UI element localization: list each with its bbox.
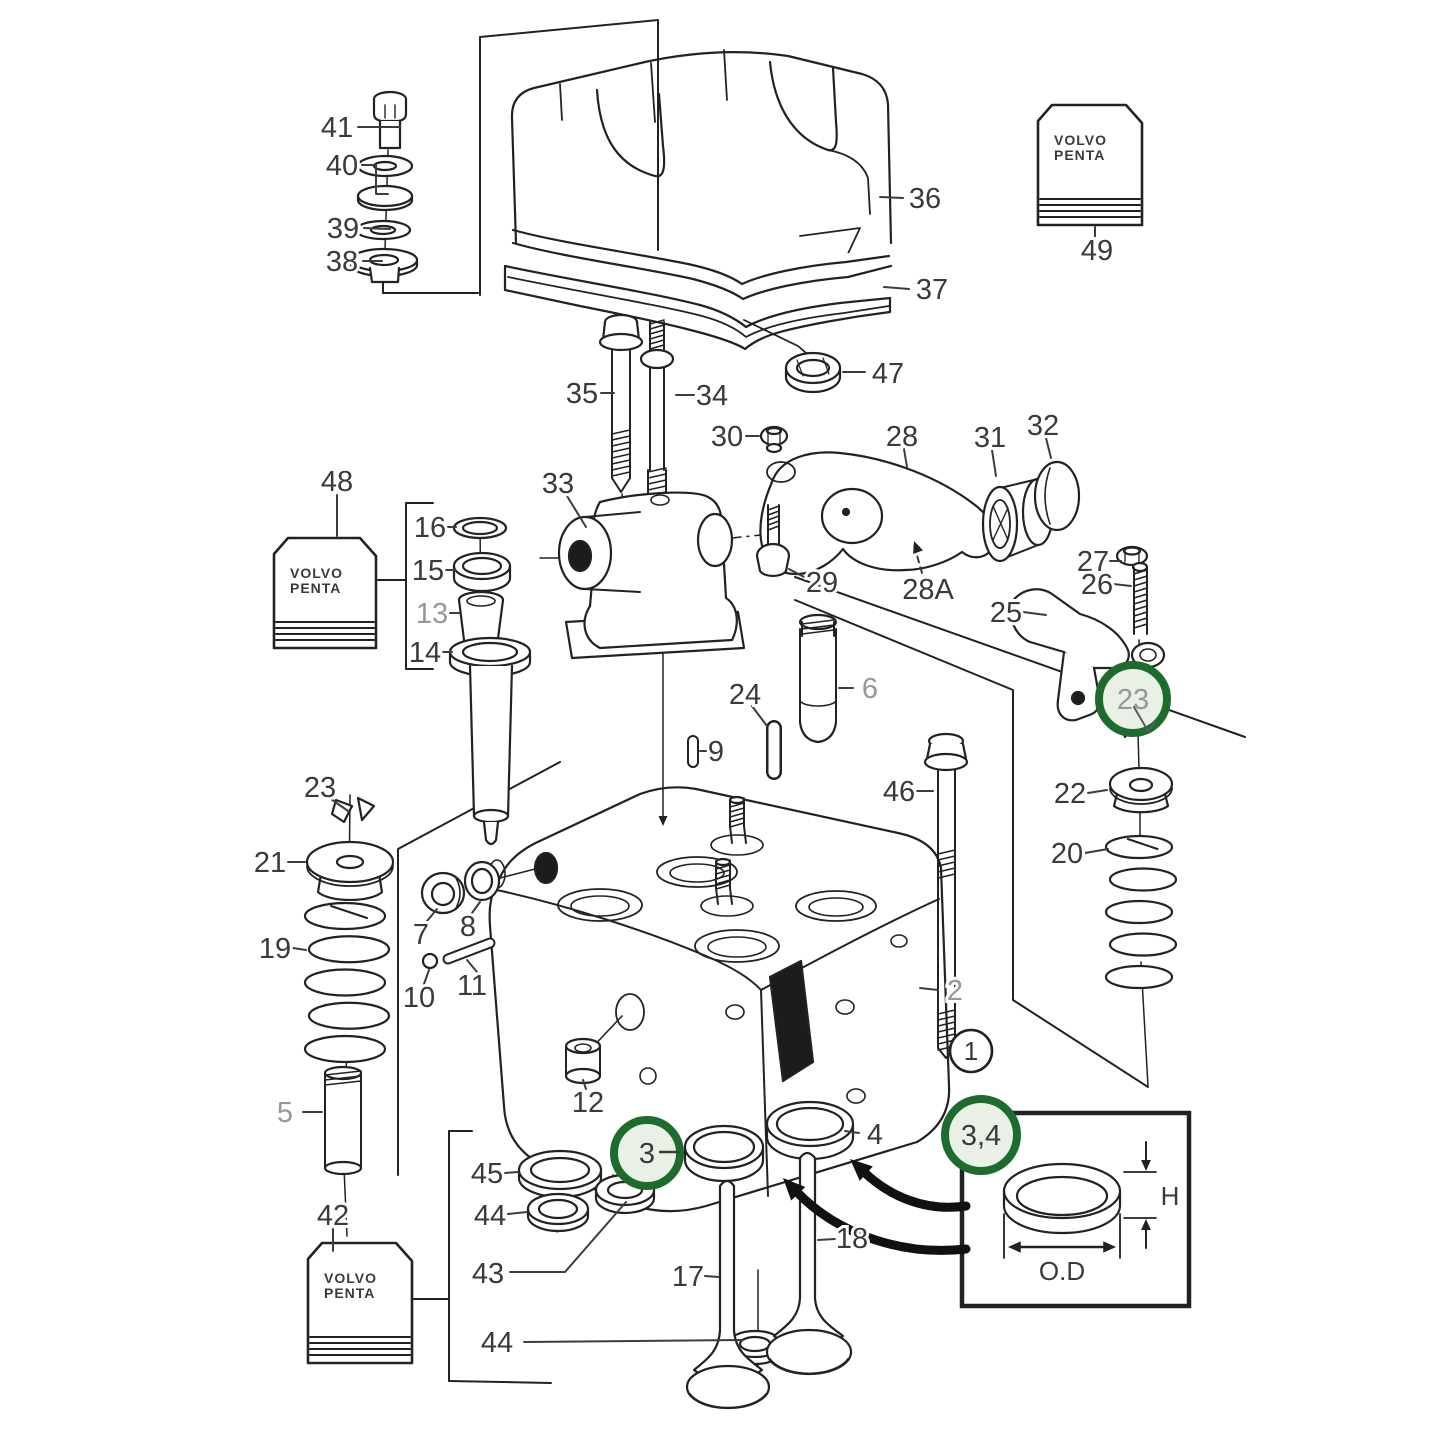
part-label-6: 6 [862, 673, 878, 705]
part-label-33: 33 [542, 468, 574, 500]
part-label-42: 42 [317, 1200, 349, 1232]
part-label-21: 21 [254, 847, 286, 879]
part-label-28: 28 [886, 421, 918, 453]
part-label-25: 25 [990, 597, 1022, 629]
part-label-15: 15 [412, 555, 444, 587]
part-label-17: 17 [672, 1261, 704, 1293]
part-label-29: 29 [806, 567, 838, 599]
part-label-36: 36 [909, 183, 941, 215]
part-label-41: 41 [321, 112, 353, 144]
part-label-5: 5 [277, 1097, 293, 1129]
part-label-35: 35 [566, 378, 598, 410]
part-label-34: 34 [696, 380, 728, 412]
part-label-30: 30 [711, 421, 743, 453]
part-label-18: 18 [836, 1223, 868, 1255]
part-label-43: 43 [472, 1258, 504, 1290]
part-label-47: 47 [872, 358, 904, 390]
part-label-16: 16 [414, 512, 446, 544]
highlight-circle-3[interactable]: 3 [610, 1116, 684, 1190]
part-label-13: 13 [416, 598, 448, 630]
part-label-11: 11 [457, 970, 487, 1002]
part-label-19: 19 [259, 933, 291, 965]
inset-outer-diameter-label: O.D [1039, 1256, 1085, 1286]
volvo-penta-logo-42: PENTA [324, 1285, 375, 1301]
group-badge-label: 1 [964, 1036, 978, 1066]
volvo-penta-logo-42: VOLVO [324, 1270, 377, 1286]
part-label-4: 4 [867, 1119, 883, 1151]
part-label-26: 26 [1081, 569, 1113, 601]
highlight-circle-3-4[interactable]: 3,4 [941, 1095, 1021, 1175]
part-label-31: 31 [974, 422, 1006, 454]
diagram-art: HO.DVOLVOPENTAVOLVOPENTAVOLVOPENTA414039… [251, 19, 1246, 1410]
part-label-37: 37 [916, 274, 948, 306]
part-label-24: 24 [729, 679, 761, 711]
group-badge-1: 1 [948, 1028, 994, 1074]
seal-location-arrows [790, 1165, 971, 1255]
part-label-39: 39 [327, 213, 359, 245]
part-label-46: 46 [883, 776, 915, 808]
volvo-penta-logo-48: VOLVO [290, 565, 343, 581]
part-label-20: 20 [1051, 838, 1083, 870]
part-label-48: 48 [321, 466, 353, 498]
part-label-44a: 44 [474, 1200, 506, 1232]
highlight-label-3-4[interactable]: 3,4 [961, 1120, 1001, 1152]
highlight-label-3[interactable]: 3 [639, 1138, 655, 1170]
part-label-27: 27 [1077, 546, 1109, 578]
part-label-44b: 44 [481, 1327, 513, 1359]
inset-height-label: H [1161, 1181, 1180, 1211]
highlight-circle-23[interactable]: 23 [1095, 661, 1171, 737]
part-label-23L: 23 [304, 772, 336, 804]
part-label-38: 38 [326, 246, 358, 278]
highlight-label-23[interactable]: 23 [1117, 684, 1149, 716]
part-label-40: 40 [326, 150, 358, 182]
part-label-7: 7 [413, 919, 429, 951]
part-label-49: 49 [1081, 235, 1113, 267]
part-label-45: 45 [471, 1158, 503, 1190]
volvo-penta-logo-49: PENTA [1054, 147, 1105, 163]
part-label-22: 22 [1054, 778, 1086, 810]
part-label-10: 10 [403, 982, 435, 1014]
part-label-2: 2 [947, 975, 963, 1007]
part-label-12: 12 [572, 1087, 604, 1119]
part-label-9: 9 [708, 736, 724, 768]
volvo-penta-logo-49: VOLVO [1054, 132, 1107, 148]
part-label-8: 8 [460, 911, 476, 943]
volvo-penta-logo-48: PENTA [290, 580, 341, 596]
part-label-32: 32 [1027, 410, 1059, 442]
part-label-14: 14 [409, 637, 441, 669]
part-label-28A: 28A [902, 574, 954, 606]
